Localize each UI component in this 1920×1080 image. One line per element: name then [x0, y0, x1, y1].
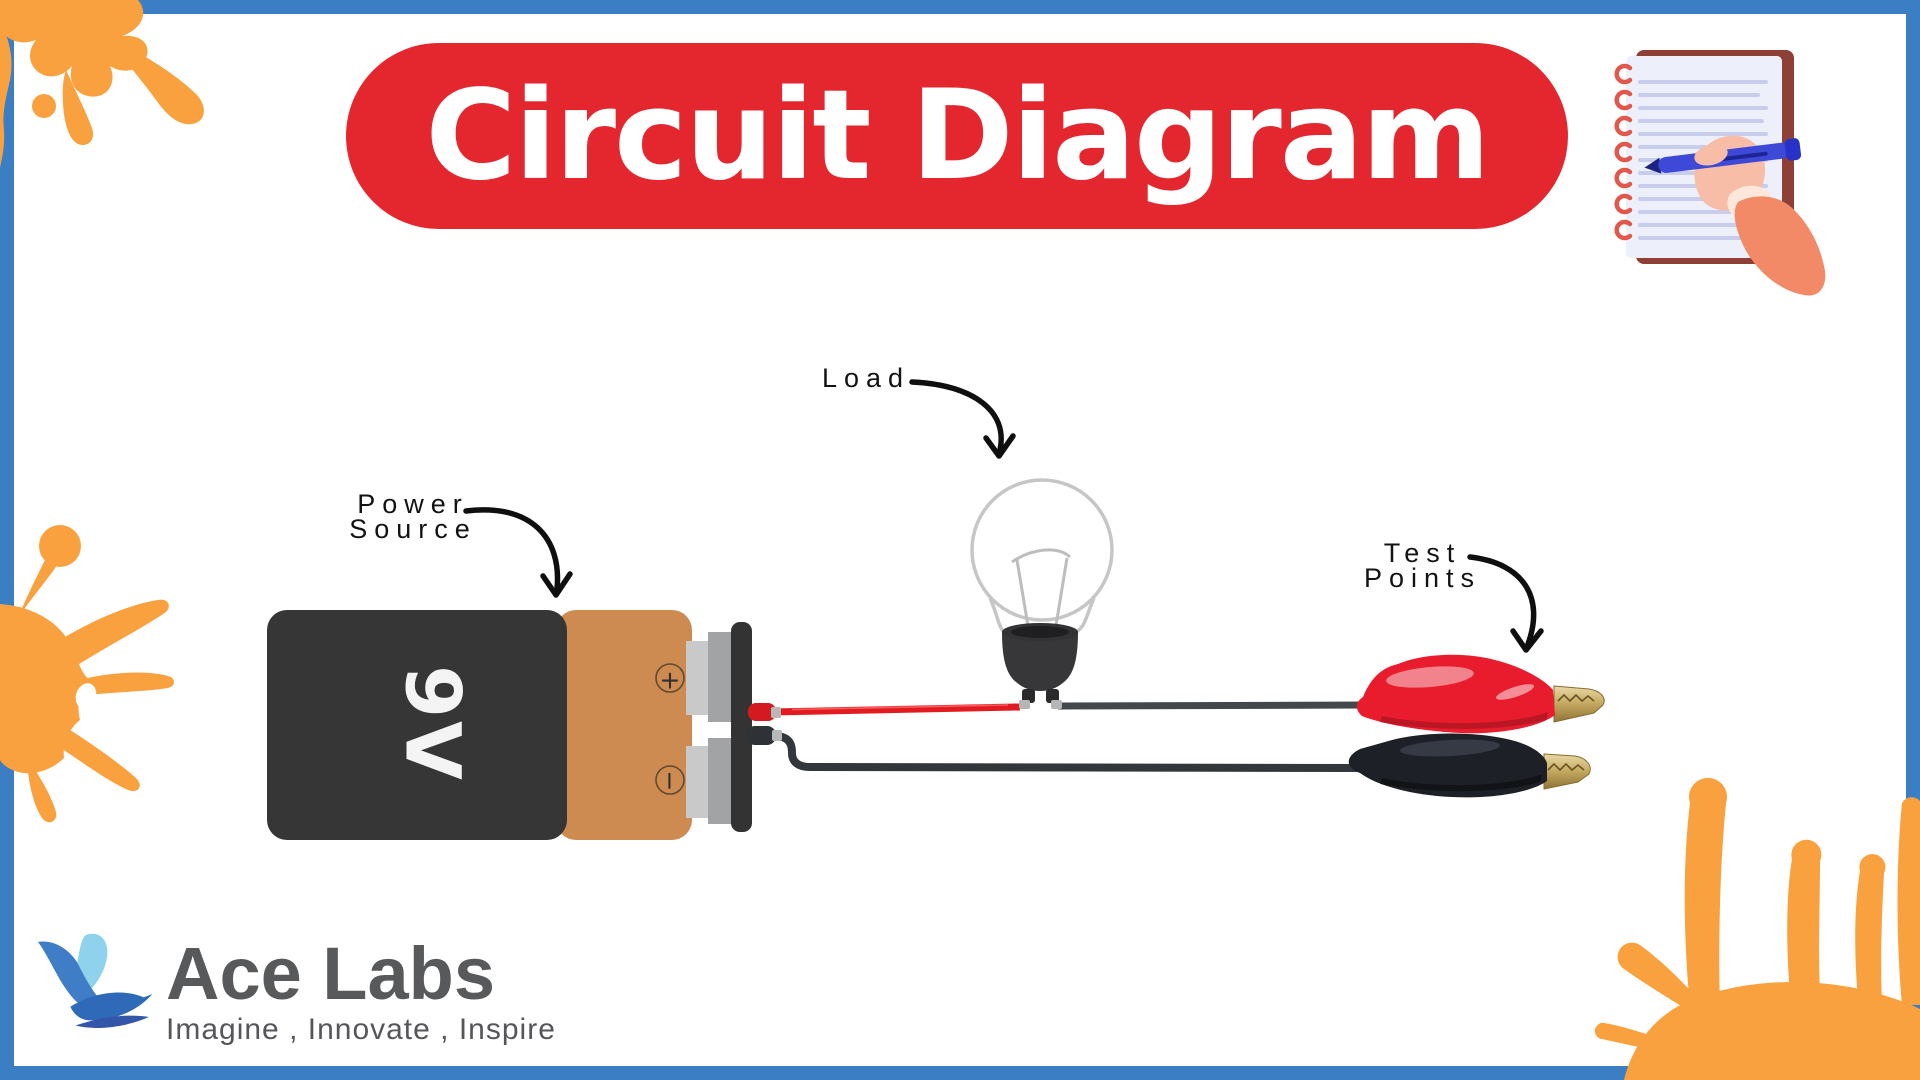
light-bulb-illustration [970, 478, 1114, 709]
frame-border-bottom [0, 1066, 1920, 1080]
hand-with-pen [1644, 135, 1826, 296]
test-points-label: Test Points [1330, 538, 1515, 593]
black-connector-nub [746, 726, 776, 745]
red-wire [771, 703, 1021, 716]
notebook-pen-icon [1614, 50, 1826, 296]
load-label: Load [822, 363, 911, 393]
power-source-label-line1: Power [357, 489, 469, 519]
black-alligator-clip [1348, 733, 1591, 798]
wires [746, 701, 1369, 772]
red-alligator-clip [1356, 654, 1605, 734]
spiral-rings [1614, 63, 1633, 241]
battery-snap-connector [731, 622, 752, 832]
test-points-label-line2: Points [1363, 563, 1482, 593]
red-connector-nub [748, 703, 776, 721]
brand-tagline: Imagine , Innovate , Inspire [166, 1013, 556, 1046]
plus-terminal-symbol: + [660, 666, 681, 695]
brand-logo: Ace Labs Imagine , Innovate , Inspire [26, 922, 556, 1054]
power-source-label-line2: Source [349, 514, 477, 544]
frame-border-left [0, 0, 14, 1080]
battery-voltage-label: 9V [389, 665, 478, 783]
page-title: Circuit Diagram [425, 64, 1490, 208]
battery-terminals [686, 632, 734, 824]
bulb-glass [970, 478, 1114, 622]
black-wire [774, 732, 1368, 772]
power-source-arrow [463, 507, 573, 598]
bird-logo-icon [37, 933, 153, 1028]
gray-wire [1057, 701, 1369, 710]
bulb-socket [1002, 623, 1078, 709]
load-arrow [909, 379, 1016, 459]
test-points-label-line1: Test [1383, 538, 1462, 568]
power-source-label: Power Source [318, 489, 508, 544]
minus-terminal-symbol: − [656, 771, 685, 792]
frame-border-top [0, 0, 1920, 14]
battery-illustration: 9V + − [267, 610, 752, 840]
brand-name: Ace Labs [166, 932, 496, 1015]
title-pill: Circuit Diagram [346, 43, 1568, 229]
test-points-arrow [1467, 554, 1544, 653]
